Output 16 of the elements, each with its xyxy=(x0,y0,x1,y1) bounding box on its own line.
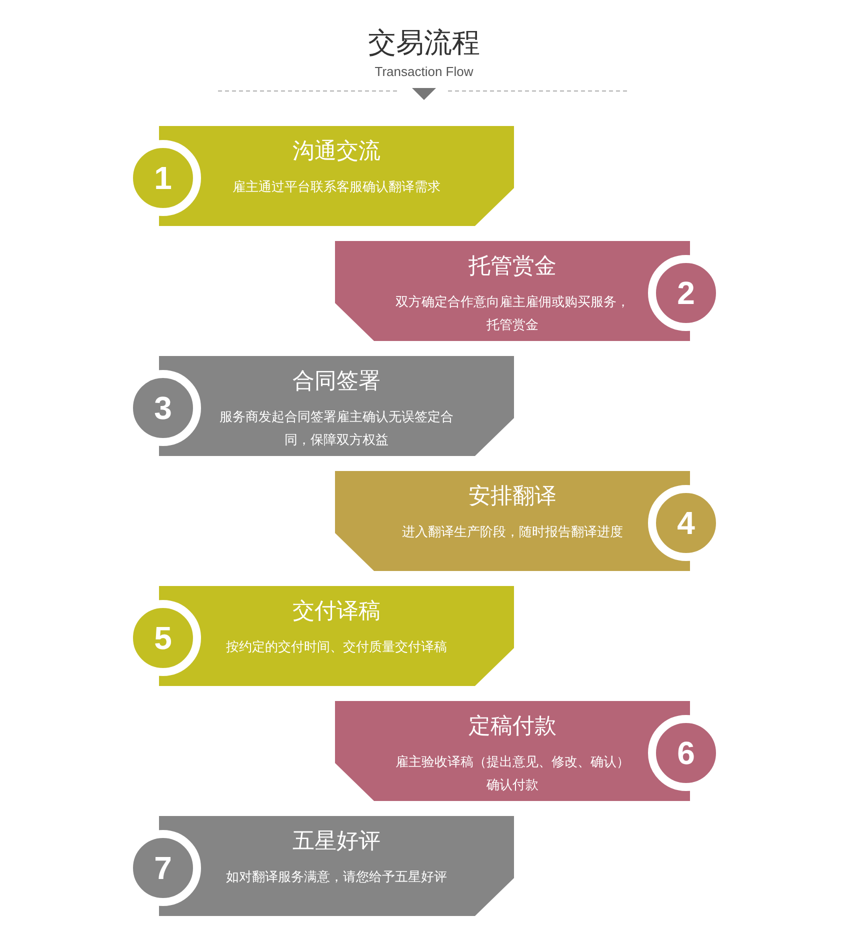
subtitle: Transaction Flow xyxy=(374,64,474,79)
step-description: 雇主通过平台联系客服确认翻译需求 xyxy=(232,179,442,197)
step-description: 进入翻译生产阶段，随时报告翻译进度 xyxy=(401,524,624,542)
step-title: 定稿付款 xyxy=(468,713,558,741)
step-description: 雇主验收译稿（提出意见、修改、确认）确认付款 xyxy=(394,754,630,795)
step-description: 服务商发起合同签署雇主确认无误签定合同，保障双方权益 xyxy=(218,409,454,450)
step-title: 托管赏金 xyxy=(468,253,558,281)
step-title: 五星好评 xyxy=(292,828,382,856)
step-title: 合同签署 xyxy=(292,368,382,396)
step-description: 双方确定合作意向雇主雇佣或购买服务，托管赏金 xyxy=(394,294,630,335)
step-title: 沟通交流 xyxy=(292,138,382,166)
step-title: 交付译稿 xyxy=(292,598,382,626)
title: 交易流程 xyxy=(367,25,481,61)
step-title: 安排翻译 xyxy=(468,483,558,511)
step-description: 按约定的交付时间、交付质量交付译稿 xyxy=(225,639,448,657)
step-description: 如对翻译服务满意，请您给予五星好评 xyxy=(225,869,448,887)
